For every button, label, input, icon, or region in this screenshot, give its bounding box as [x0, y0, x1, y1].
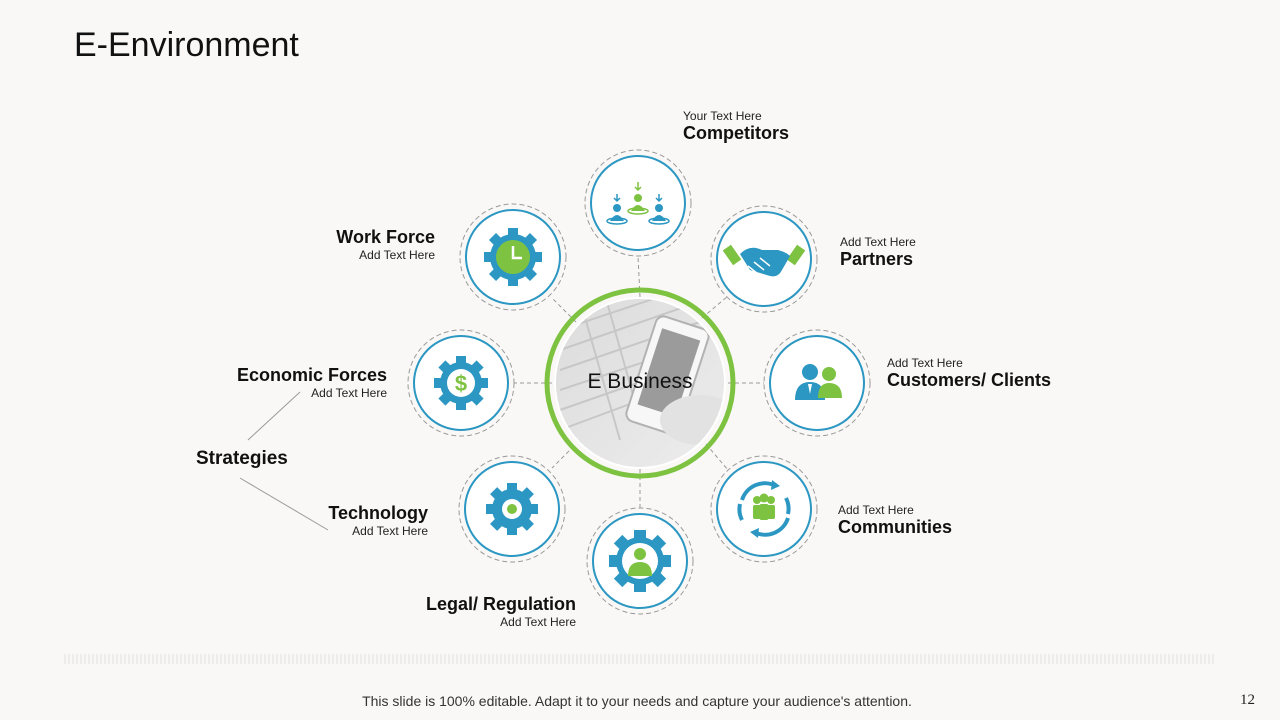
partners-heading: Partners [840, 249, 914, 269]
footer-note: This slide is 100% editable. Adapt it to… [362, 693, 912, 709]
legal-heading: Legal/ Regulation [425, 594, 576, 614]
handshake-icon [722, 244, 806, 277]
center-hub [544, 287, 736, 479]
customers-subtext: Add Text Here [887, 356, 963, 370]
gear-clock-icon [484, 228, 542, 286]
workforce-subtext: Add Text Here [359, 248, 435, 262]
community-cycle-icon [737, 480, 791, 538]
label-workforce: Work Force Add Text Here [235, 227, 435, 262]
connector-lines [239, 255, 764, 531]
technology-subtext: Add Text Here [352, 524, 428, 538]
label-customers: Add Text Here Customers/ Clients [887, 356, 1051, 391]
gear-person-icon [609, 530, 671, 592]
label-partners: Add Text Here Partners [840, 235, 916, 270]
competitors-heading: Competitors [683, 123, 790, 143]
label-legal: Legal/ Regulation Add Text Here [376, 594, 576, 629]
technology-heading: Technology [328, 503, 428, 523]
communities-heading: Communities [838, 517, 953, 537]
label-communities: Add Text Here Communities [838, 503, 952, 538]
label-competitors: Your Text Here Competitors [683, 109, 789, 144]
competitors-subtext: Your Text Here [683, 109, 762, 123]
workforce-heading: Work Force [336, 227, 435, 247]
communities-subtext: Add Text Here [838, 503, 914, 517]
decorative-stripe [64, 654, 1214, 664]
economic-heading: Economic Forces [236, 365, 387, 385]
label-economic: Economic Forces Add Text Here [187, 365, 387, 400]
two-users-icon [795, 364, 842, 400]
page-number: 12 [1240, 692, 1255, 708]
gear-icon [486, 483, 538, 535]
customers-heading: Customers/ Clients [887, 370, 1052, 390]
strategies-label: Strategies [196, 448, 288, 469]
partners-subtext: Add Text Here [840, 235, 916, 249]
economic-subtext: Add Text Here [311, 386, 387, 400]
node-customers-ring [763, 329, 871, 437]
gear-dollar-icon: $ [434, 356, 488, 410]
node-competitors-ring [584, 149, 692, 257]
page-title: E-Environment [74, 26, 299, 64]
business-photo [556, 299, 724, 467]
people-download-icon [606, 182, 670, 225]
center-label: E Business [587, 370, 693, 393]
label-technology: Technology Add Text Here [228, 503, 428, 538]
svg-text:$: $ [455, 371, 467, 396]
legal-subtext: Add Text Here [500, 615, 576, 629]
